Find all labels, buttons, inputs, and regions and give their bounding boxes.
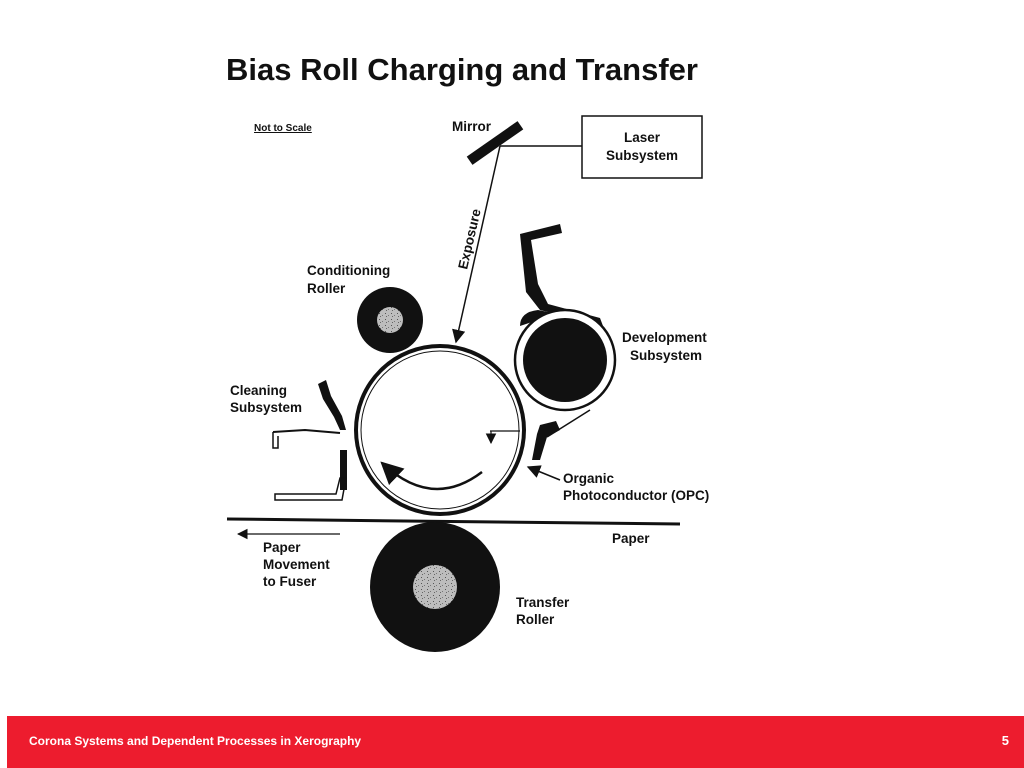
footer-bar: Corona Systems and Dependent Processes i… [7, 716, 1024, 768]
transfer-roller-core [413, 565, 457, 609]
mirror-label: Mirror [452, 119, 492, 134]
development-blade-link [546, 409, 591, 438]
opc-pointer [526, 465, 561, 481]
footer-title: Corona Systems and Dependent Processes i… [29, 734, 362, 748]
laser-subsystem-box [581, 115, 703, 179]
development-housing-lip [520, 310, 548, 326]
development-housing [520, 224, 603, 326]
paper-path [226, 517, 681, 526]
scale-note: Not to Scale [254, 123, 312, 134]
transfer-label-line1: Transfer [516, 595, 570, 610]
cleaning-wiper-arm [274, 477, 347, 501]
mirror [466, 121, 524, 165]
movement-label-line3: to Fuser [263, 574, 317, 589]
development-label-line1: Development [622, 330, 707, 345]
page-number: 5 [1001, 733, 1009, 748]
opc-label-line2: Photoconductor (OPC) [563, 488, 709, 503]
cleaning-label-line1: Cleaning [230, 383, 287, 398]
cleaning-tray [272, 428, 341, 434]
laser-label-line1: Laser [624, 130, 661, 145]
exposure-arrow [452, 145, 501, 344]
opc-drum-inner-ring [360, 350, 520, 510]
cleaning-blade [318, 380, 346, 430]
slide-title: Bias Roll Charging and Transfer [226, 52, 698, 87]
cleaning-wiper [340, 450, 347, 490]
laser-label-line2: Subsystem [606, 148, 678, 163]
paper-label: Paper [612, 531, 650, 546]
opc-label-line1: Organic [563, 471, 615, 486]
conditioning-label-line2: Roller [307, 281, 346, 296]
cleaning-tray-edge [272, 432, 279, 449]
conditioning-label-line1: Conditioning [307, 263, 390, 278]
rotation-arrow [380, 461, 483, 491]
development-roller [523, 318, 607, 402]
xerography-diagram: Bias Roll Charging and Transfer Not to S… [226, 52, 709, 652]
movement-label-line1: Paper [263, 540, 301, 555]
conditioning-roller-core [377, 307, 403, 333]
cleaning-label-line2: Subsystem [230, 400, 302, 415]
transfer-label-line2: Roller [516, 612, 555, 627]
development-label-line2: Subsystem [630, 348, 702, 363]
movement-label-line2: Movement [263, 557, 330, 572]
development-blade [532, 421, 560, 460]
